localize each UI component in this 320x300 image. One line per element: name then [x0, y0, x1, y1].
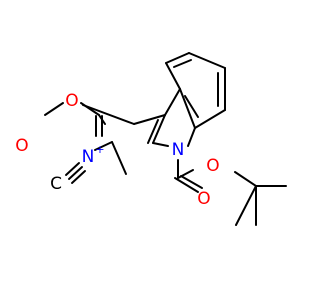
bond-carbonyl-c-quaternary — [98, 114, 106, 125]
bond-boc-c-o-double-2 — [180, 175, 203, 189]
isocyanide-carbon-label: C — [50, 174, 62, 194]
bond-c4-c5-inner — [173, 59, 192, 68]
boc-ether-oxygen-label: O — [206, 156, 219, 176]
bond-c3a-c4 — [165, 62, 181, 90]
bond-n1-c7a — [187, 127, 196, 147]
bond-o-tbu-c — [234, 171, 257, 187]
bond-c5-c6 — [188, 52, 226, 69]
ester-carbonyl-oxygen-label: O — [15, 136, 28, 156]
bond-c3a-c7a-inner — [184, 95, 199, 118]
bond-tbu-methyl-3 — [235, 185, 257, 226]
indole-nitrogen-label: N — [172, 140, 185, 160]
chemical-structure-diagram: O O N + C N O O — [15, 52, 287, 226]
bond-isocyanide-1 — [65, 162, 80, 176]
bond-boc-c-o-double-1 — [174, 177, 199, 193]
bond-ch2-indole-c3 — [133, 114, 166, 125]
bond-c7-c7a — [194, 109, 226, 129]
boc-carbonyl-oxygen-label: O — [197, 189, 210, 209]
bond-c3-c2-inner — [147, 119, 159, 144]
bond-c4-c5 — [165, 52, 190, 64]
bond-quaternary-n — [94, 141, 113, 151]
bond-isocyanide-2 — [68, 166, 83, 180]
bond-c2-n1 — [152, 142, 169, 147]
bond-c7a-c3a — [179, 88, 196, 129]
bond-c3-c2 — [152, 114, 166, 144]
bond-quaternary-methyl — [111, 141, 127, 175]
ester-ether-oxygen-label: O — [65, 91, 78, 111]
bond-quaternary-ch2 — [82, 104, 135, 125]
isocyanide-charge-label: + — [95, 143, 104, 156]
bond-methyl-o — [44, 102, 64, 116]
bond-boc-c-o-ether — [177, 169, 194, 179]
isocyanide-nitrogen-label: N — [82, 147, 95, 167]
bond-c3-c3a — [164, 88, 181, 116]
bond-isocyanide-3 — [71, 170, 86, 184]
